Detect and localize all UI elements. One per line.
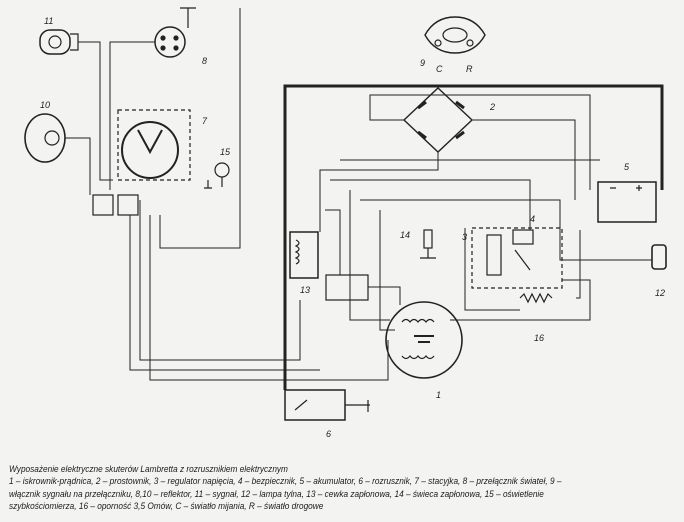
label-2: 2 — [489, 102, 495, 112]
wiring-diagram: 11 8 10 7 15 9 C R 2 5 4 3 14 13 12 16 1… — [24, 7, 667, 439]
label-14: 14 — [400, 230, 410, 240]
headlamp — [24, 113, 66, 163]
terminal-block — [325, 274, 369, 301]
label-6: 6 — [326, 429, 331, 439]
resistor — [519, 292, 553, 304]
caption-title: Wyposażenie elektryczne skuterów Lambret… — [9, 464, 288, 474]
magneto-generator — [385, 301, 463, 379]
connector-block — [117, 194, 139, 216]
component-numbers: 11 8 10 7 15 9 C R 2 5 4 3 14 13 12 16 1… — [40, 16, 665, 439]
label-4: 4 — [530, 214, 535, 224]
light-switch — [154, 7, 196, 58]
label-7: 7 — [202, 116, 208, 126]
diagram-caption: Wyposażenie elektryczne skuterów Lambret… — [9, 463, 680, 513]
rectifier — [402, 87, 474, 153]
label-15: 15 — [220, 147, 231, 157]
label-R: R — [466, 64, 473, 74]
label-13: 13 — [300, 285, 310, 295]
label-16: 16 — [534, 333, 544, 343]
horn-button — [424, 16, 486, 54]
starter-motor — [284, 389, 370, 421]
ignition-coil — [289, 231, 319, 279]
battery — [597, 181, 657, 223]
caption-legend-line: włącznik sygnału na przełączniku, 8,10 –… — [9, 488, 544, 499]
label-8: 8 — [202, 56, 207, 66]
label-5: 5 — [624, 162, 630, 172]
tail-lamp — [651, 244, 667, 270]
voltage-regulator — [471, 227, 563, 289]
speedometer-lamp — [204, 162, 230, 189]
connector-block — [92, 194, 114, 216]
label-C: C — [436, 64, 443, 74]
label-9: 9 — [420, 58, 425, 68]
label-3: 3 — [462, 232, 467, 242]
label-10: 10 — [40, 100, 50, 110]
caption-legend-line: 1 – iskrownik-prądnica, 2 – prostownik, … — [9, 476, 562, 487]
label-1: 1 — [436, 390, 441, 400]
wires — [65, 8, 664, 390]
label-11: 11 — [44, 16, 53, 26]
label-12: 12 — [655, 288, 665, 298]
ignition-switch — [117, 109, 191, 181]
horn — [39, 29, 79, 55]
spark-plug — [420, 229, 436, 259]
caption-legend-line: szybkościomierza, 16 – oporność 3,5 Omów… — [9, 501, 324, 512]
